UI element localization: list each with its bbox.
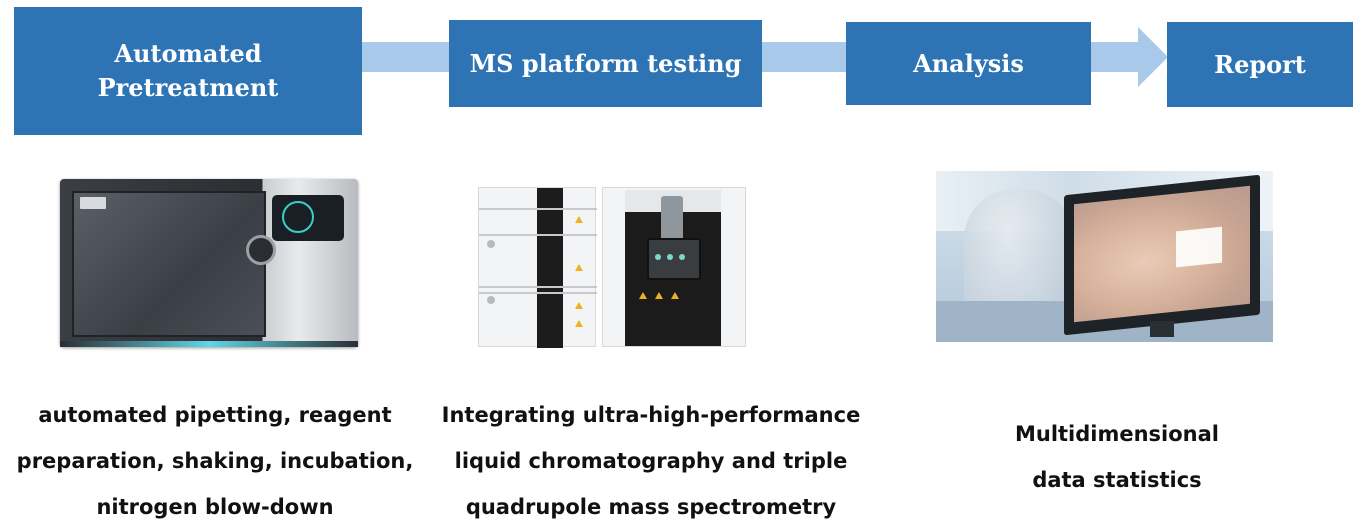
connector-1 bbox=[362, 42, 450, 72]
caption-ms-platform: Integrating ultra-high-performance liqui… bbox=[441, 403, 861, 519]
step-analysis: Analysis bbox=[846, 22, 1091, 105]
analysis-photo bbox=[936, 171, 1273, 342]
connector-2 bbox=[762, 42, 848, 72]
caption-pretreatment: automated pipetting, reagent preparation… bbox=[16, 403, 414, 519]
caption-analysis: Multidimensional data statistics bbox=[1014, 422, 1220, 492]
step-report: Report bbox=[1167, 22, 1353, 107]
step-automated-pretreatment: Automated Pretreatment bbox=[14, 7, 362, 135]
connector-3 bbox=[1090, 42, 1138, 72]
ms-instrument-image bbox=[478, 187, 746, 348]
pretreatment-device-image bbox=[60, 179, 358, 347]
arrow-right-icon bbox=[1138, 27, 1168, 87]
step-ms-platform-testing: MS platform testing bbox=[449, 20, 762, 107]
